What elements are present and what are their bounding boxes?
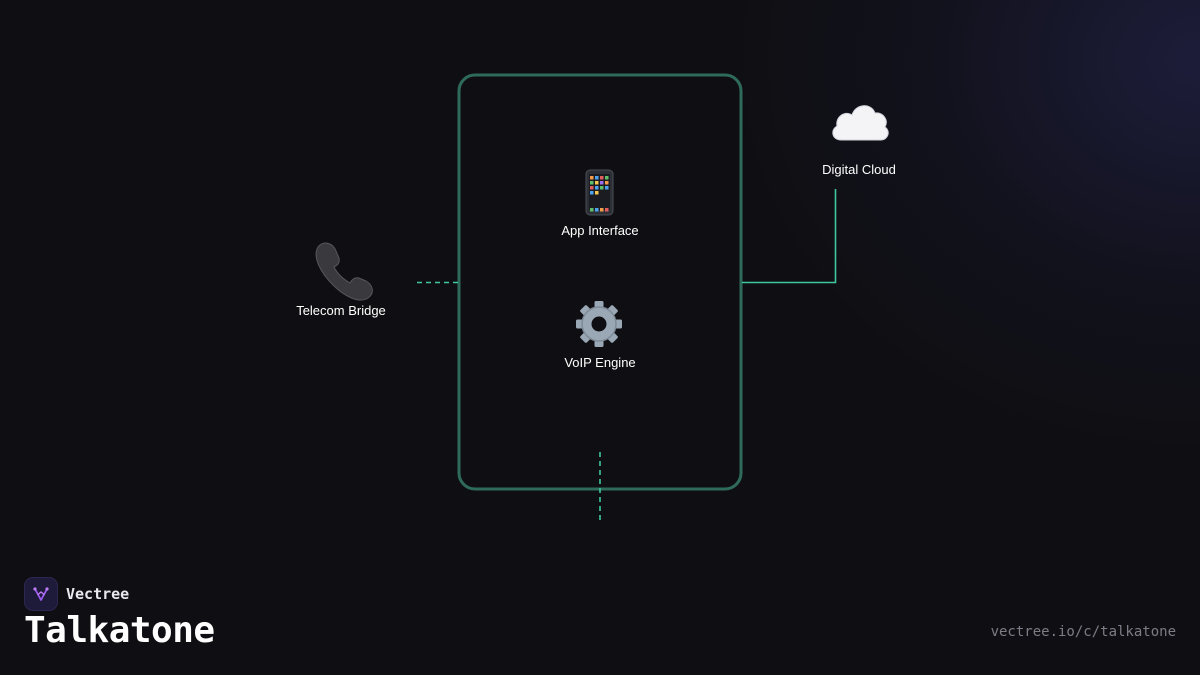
page-title: Talkatone <box>24 610 215 651</box>
system-container <box>457 73 743 491</box>
node-voip-engine: VoIP Engine <box>564 301 636 370</box>
node-label-digital-cloud: Digital Cloud <box>822 162 896 177</box>
cloud-icon <box>832 105 889 141</box>
brand-name: Vectree <box>66 585 130 603</box>
mobile-phone-icon <box>585 169 614 216</box>
node-label-voip-engine: VoIP Engine <box>564 355 635 370</box>
node-label-telecom-bridge: Telecom Bridge <box>296 303 386 318</box>
vectree-logo-icon <box>24 577 58 611</box>
gear-icon <box>576 301 622 347</box>
page-url[interactable]: vectree.io/c/talkatone <box>990 624 1176 640</box>
node-digital-cloud: Digital Cloud <box>822 105 896 177</box>
brand: Vectree <box>24 577 129 611</box>
node-label-app-interface: App Interface <box>561 223 638 238</box>
connector-container-to-cloud <box>742 189 837 284</box>
node-app-interface: App Interface <box>561 169 639 238</box>
telephone-receiver-icon <box>315 242 373 301</box>
node-telecom-bridge: Telecom Bridge <box>296 242 386 318</box>
